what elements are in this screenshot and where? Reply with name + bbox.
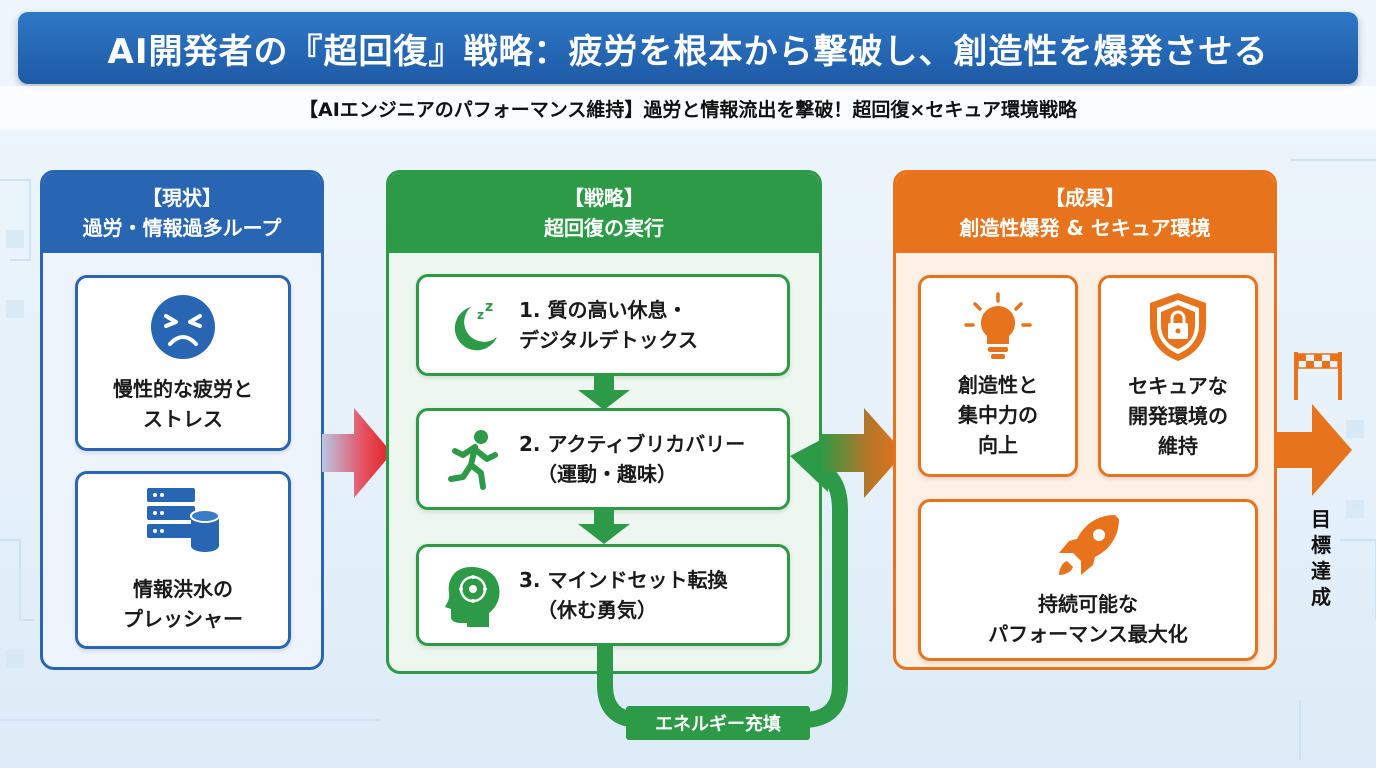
result-heading: 創造性爆発 & セキュア環境	[959, 216, 1211, 240]
step-1-line2: デジタルデトックス	[519, 328, 698, 352]
result-tag: 【成果】	[1045, 186, 1125, 210]
running-person-icon	[448, 430, 498, 490]
step-3-text: 3. マインドセット転換 （休む勇気）	[519, 565, 727, 625]
performance-line1: 持続可能な	[1038, 592, 1138, 616]
fatigue-line2: ストレス	[143, 407, 223, 431]
fatigue-card: 慢性的な疲労と ストレス	[75, 275, 291, 451]
step-2-text: 2. アクティブリカバリー （運動・趣味）	[519, 429, 745, 489]
brain-head-icon	[445, 567, 500, 627]
goal-label: 目 標 達 成	[1308, 506, 1334, 610]
result-panel: 【成果】 創造性爆発 & セキュア環境 創造性と 集中力の 向上	[893, 170, 1277, 670]
creativity-card: 創造性と 集中力の 向上	[918, 275, 1078, 477]
to-result-arrow	[820, 408, 904, 498]
to-strategy-arrow	[322, 408, 392, 498]
result-header: 【成果】 創造性爆発 & セキュア環境	[896, 173, 1274, 253]
step-3-line2: （休む勇気）	[537, 598, 657, 622]
info-overload-line1: 情報洪水の	[133, 577, 233, 601]
creativity-line1: 創造性と	[958, 373, 1038, 397]
strategy-step-3: 3. マインドセット転換 （休む勇気）	[416, 544, 790, 646]
security-line3: 維持	[1158, 434, 1198, 458]
step-2-line2: （運動・趣味）	[537, 462, 677, 486]
info-overload-card: 情報洪水の プレッシャー	[75, 471, 291, 649]
strategy-tag: 【戦略】	[564, 186, 644, 210]
creativity-line2: 集中力の	[958, 403, 1038, 427]
security-line2: 開発環境の	[1128, 404, 1228, 428]
performance-line2: パフォーマンス最大化	[988, 622, 1188, 646]
step-2-to-3-arrow	[578, 510, 630, 544]
current-state-heading: 過労・情報過多ループ	[82, 216, 282, 240]
step-1-to-2-arrow	[578, 376, 630, 410]
step-3-line1: 3. マインドセット転換	[519, 568, 728, 592]
step-1-text: 1. 質の高い休息・ デジタルデトックス	[519, 295, 698, 355]
goal-flag-icon	[1294, 352, 1342, 400]
current-state-tag: 【現状】	[142, 186, 222, 210]
title-banner: AI開発者の『超回復』戦略：疲労を根本から撃破し、創造性を爆発させる	[18, 12, 1358, 84]
goal-char-4: 成	[1311, 585, 1331, 609]
stressed-face-icon	[151, 295, 215, 359]
goal-arrow	[1276, 404, 1352, 496]
goal-char-1: 目	[1311, 507, 1331, 531]
moon-sleep-icon: z z	[454, 299, 497, 351]
page-title: AI開発者の『超回復』戦略：疲労を根本から撃破し、創造性を爆発させる	[107, 31, 1269, 72]
performance-card: 持続可能な パフォーマンス最大化	[918, 499, 1258, 661]
fatigue-line1: 慢性的な疲労と	[113, 377, 253, 401]
subtitle-banner: 【AIエンジニアのパフォーマンス維持】過労と情報流出を撃破！超回復×セキュア環境…	[0, 86, 1376, 130]
energy-loop-arrow	[597, 436, 848, 728]
goal-char-3: 達	[1311, 559, 1331, 583]
step-2-line1: 2. アクティブリカバリー	[519, 432, 746, 456]
step-1-line1: 1. 質の高い休息・	[519, 298, 688, 322]
svg-text:z: z	[485, 299, 493, 315]
lightbulb-icon	[964, 292, 1032, 359]
security-line1: セキュアな	[1128, 374, 1228, 398]
strategy-step-2: 2. アクティブリカバリー （運動・趣味）	[416, 408, 790, 510]
energy-loop-label: エネルギー充填	[626, 706, 810, 740]
goal-char-2: 標	[1311, 533, 1331, 557]
svg-text:z: z	[477, 308, 484, 322]
page-subtitle: 【AIエンジニアのパフォーマンス維持】過労と情報流出を撃破！超回復×セキュア環境…	[299, 98, 1077, 121]
creativity-line3: 向上	[978, 433, 1018, 457]
strategy-step-1: z z 1. 質の高い休息・ デジタルデトックス	[416, 274, 790, 376]
strategy-heading: 超回復の実行	[544, 216, 664, 240]
current-state-panel: 【現状】 過労・情報過多ループ 慢性的な疲労と ストレス 情報洪水の プレッシャ…	[40, 170, 324, 670]
security-shield-icon	[1150, 293, 1206, 361]
info-overload-line2: プレッシャー	[123, 607, 243, 631]
server-database-icon	[147, 488, 220, 552]
rocket-icon	[1059, 515, 1119, 575]
security-card: セキュアな 開発環境の 維持	[1098, 275, 1258, 477]
strategy-header: 【戦略】 超回復の実行	[389, 173, 819, 253]
current-state-header: 【現状】 過労・情報過多ループ	[43, 173, 321, 253]
